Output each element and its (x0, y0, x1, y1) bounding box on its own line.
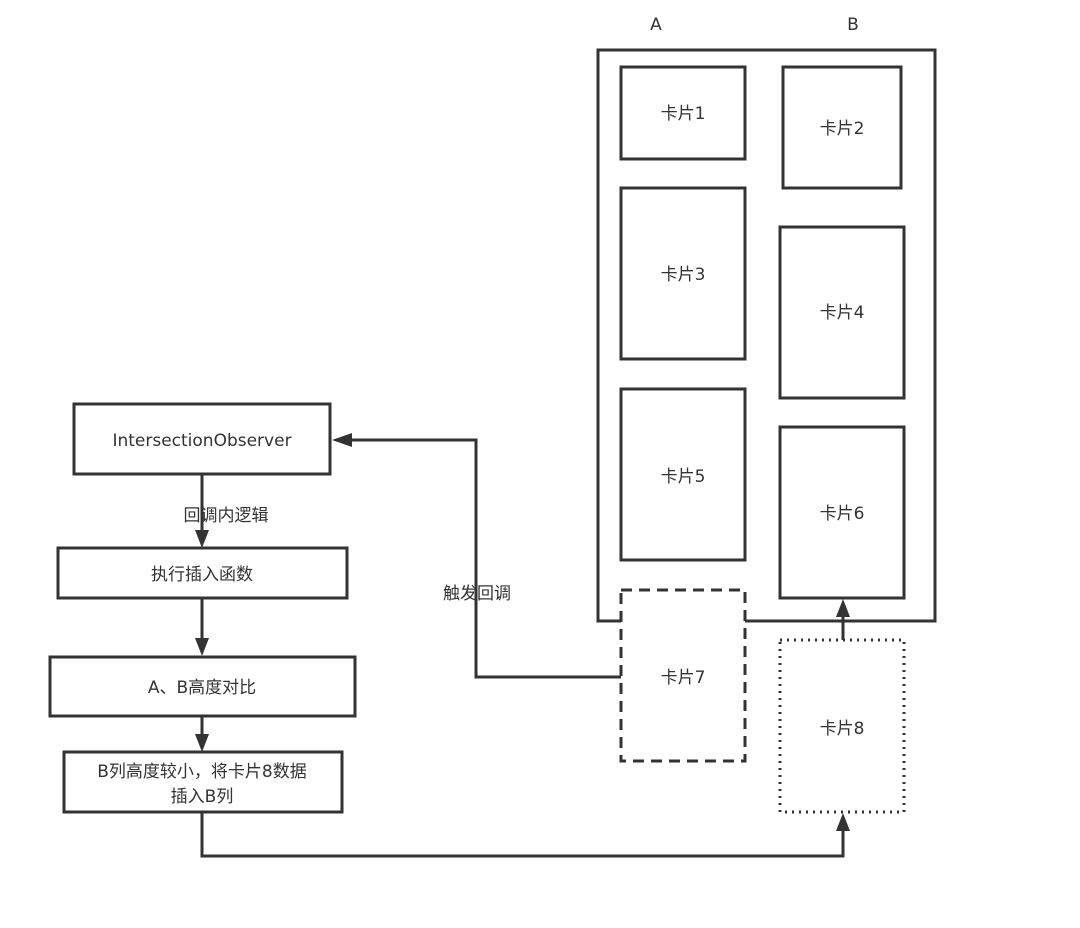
column-a-label: A (650, 15, 662, 35)
exec-insert-label: 执行插入函数 (151, 565, 253, 585)
edge-insert-card8 (200, 812, 845, 858)
card-4: 卡片4 (778, 225, 906, 400)
card-3-label: 卡片3 (661, 265, 706, 285)
card-4-label: 卡片4 (820, 303, 865, 323)
card-2-label: 卡片2 (820, 119, 865, 139)
card-8-label: 卡片8 (820, 719, 865, 739)
card-3: 卡片3 (619, 186, 747, 361)
viewport-frame (596, 48, 937, 623)
card-5: 卡片5 (619, 387, 747, 562)
arrowhead-compare (195, 638, 209, 656)
column-b-label: B (847, 15, 859, 35)
card-6-label: 卡片6 (820, 504, 865, 524)
trigger-callback-label: 触发回调 (443, 584, 511, 604)
card-7-label: 卡片7 (661, 668, 706, 688)
card-1: 卡片1 (619, 65, 747, 161)
arrowhead-columnb (836, 599, 850, 617)
insert-label-line1: B列高度较小，将卡片8数据 (97, 762, 306, 782)
card-5-label: 卡片5 (661, 467, 706, 487)
insert-label-line2: 插入B列 (171, 787, 234, 807)
edge-trigger-callback (350, 438, 621, 679)
callback-logic-label: 回调内逻辑 (184, 506, 269, 526)
observer-label: IntersectionObserver (112, 431, 291, 451)
arrowhead-exec (195, 530, 209, 548)
insert-box: B列高度较小，将卡片8数据 插入B列 (62, 750, 344, 814)
observer-box: IntersectionObserver (72, 402, 332, 476)
compare-box: A、B高度对比 (48, 655, 357, 718)
exec-insert-box: 执行插入函数 (56, 546, 349, 600)
card-1-label: 卡片1 (661, 104, 706, 124)
compare-label: A、B高度对比 (148, 678, 256, 698)
card-8: 卡片8 (778, 638, 906, 814)
card-7: 卡片7 (619, 588, 747, 763)
arrowhead-insert (195, 734, 209, 752)
card-2: 卡片2 (781, 65, 903, 190)
arrowhead-card8 (836, 813, 850, 831)
arrowhead-observer (332, 433, 352, 447)
card-6: 卡片6 (778, 425, 906, 600)
